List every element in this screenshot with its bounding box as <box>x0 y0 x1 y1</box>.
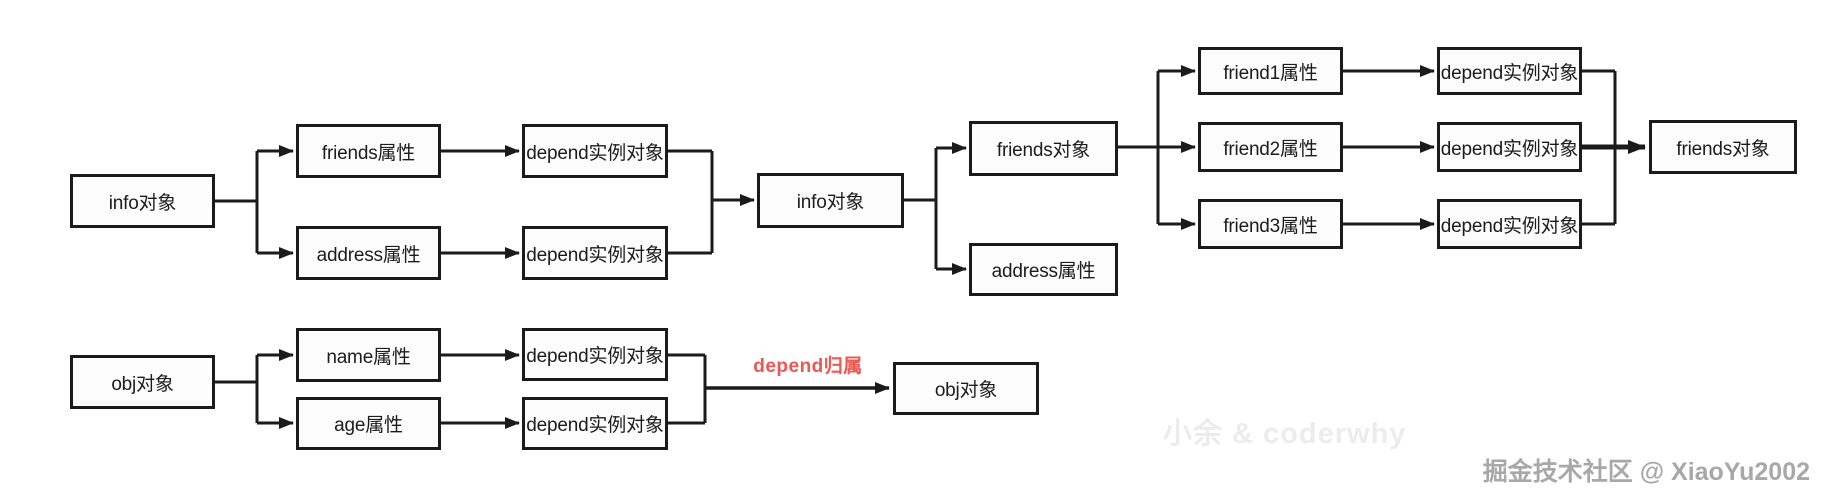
node-label: depend实例对象 <box>1440 215 1579 237</box>
node-depend-instance-1: depend实例对象 <box>522 124 668 178</box>
node-label: friend3属性 <box>1223 215 1318 237</box>
node-depend-instance-2: depend实例对象 <box>522 226 668 280</box>
node-depend-instance-4: depend实例对象 <box>1437 122 1582 172</box>
node-label: obj对象 <box>934 380 998 401</box>
node-depend-instance-5: depend实例对象 <box>1437 199 1582 249</box>
node-address-attr: address属性 <box>296 226 441 280</box>
node-label: address属性 <box>991 261 1096 282</box>
node-obj1: obj对象 <box>70 355 215 409</box>
node-info2: info对象 <box>757 173 904 228</box>
node-label: depend实例对象 <box>526 346 664 367</box>
node-label: friends属性 <box>321 142 416 164</box>
node-label: depend实例对象 <box>526 415 664 436</box>
watermark-bottom-right: 掘金技术社区 @ XiaoYu2002 <box>1482 458 1810 486</box>
node-friend3-attr: friend3属性 <box>1198 199 1343 249</box>
node-friends-attr: friends属性 <box>296 124 441 178</box>
node-label: friends对象 <box>996 140 1091 161</box>
node-age-attr: age属性 <box>296 397 441 450</box>
node-depend-instance-3: depend实例对象 <box>1437 47 1582 95</box>
node-obj2: obj对象 <box>893 362 1039 415</box>
node-friend2-attr: friend2属性 <box>1198 122 1343 172</box>
node-depend-instance-7: depend实例对象 <box>522 397 668 450</box>
node-label: friend2属性 <box>1223 138 1318 160</box>
node-address-attr-2: address属性 <box>969 243 1118 296</box>
connector-lines <box>215 65 1646 429</box>
node-label: info对象 <box>108 192 177 214</box>
depend-belong-label: depend归属 <box>753 356 863 377</box>
node-info1: info对象 <box>70 174 215 228</box>
node-depend-instance-6: depend实例对象 <box>522 328 668 381</box>
node-label: info对象 <box>796 192 865 213</box>
node-label: friend1属性 <box>1223 62 1318 84</box>
node-label: depend实例对象 <box>526 244 664 266</box>
node-label: age属性 <box>334 415 403 436</box>
node-label: depend实例对象 <box>1440 138 1579 160</box>
node-friends-obj: friends对象 <box>969 121 1118 176</box>
node-name-attr: name属性 <box>296 328 441 382</box>
node-friends-obj-2: friends对象 <box>1649 120 1797 174</box>
node-label: depend实例对象 <box>526 142 664 164</box>
node-friend1-attr: friend1属性 <box>1198 47 1343 95</box>
node-label: depend实例对象 <box>1440 62 1579 84</box>
node-label: obj对象 <box>111 373 174 395</box>
node-label: name属性 <box>326 346 411 368</box>
node-label: address属性 <box>316 244 421 266</box>
watermark-center: 小余 & coderwhy <box>1163 418 1407 450</box>
node-label: friends对象 <box>1676 138 1770 160</box>
